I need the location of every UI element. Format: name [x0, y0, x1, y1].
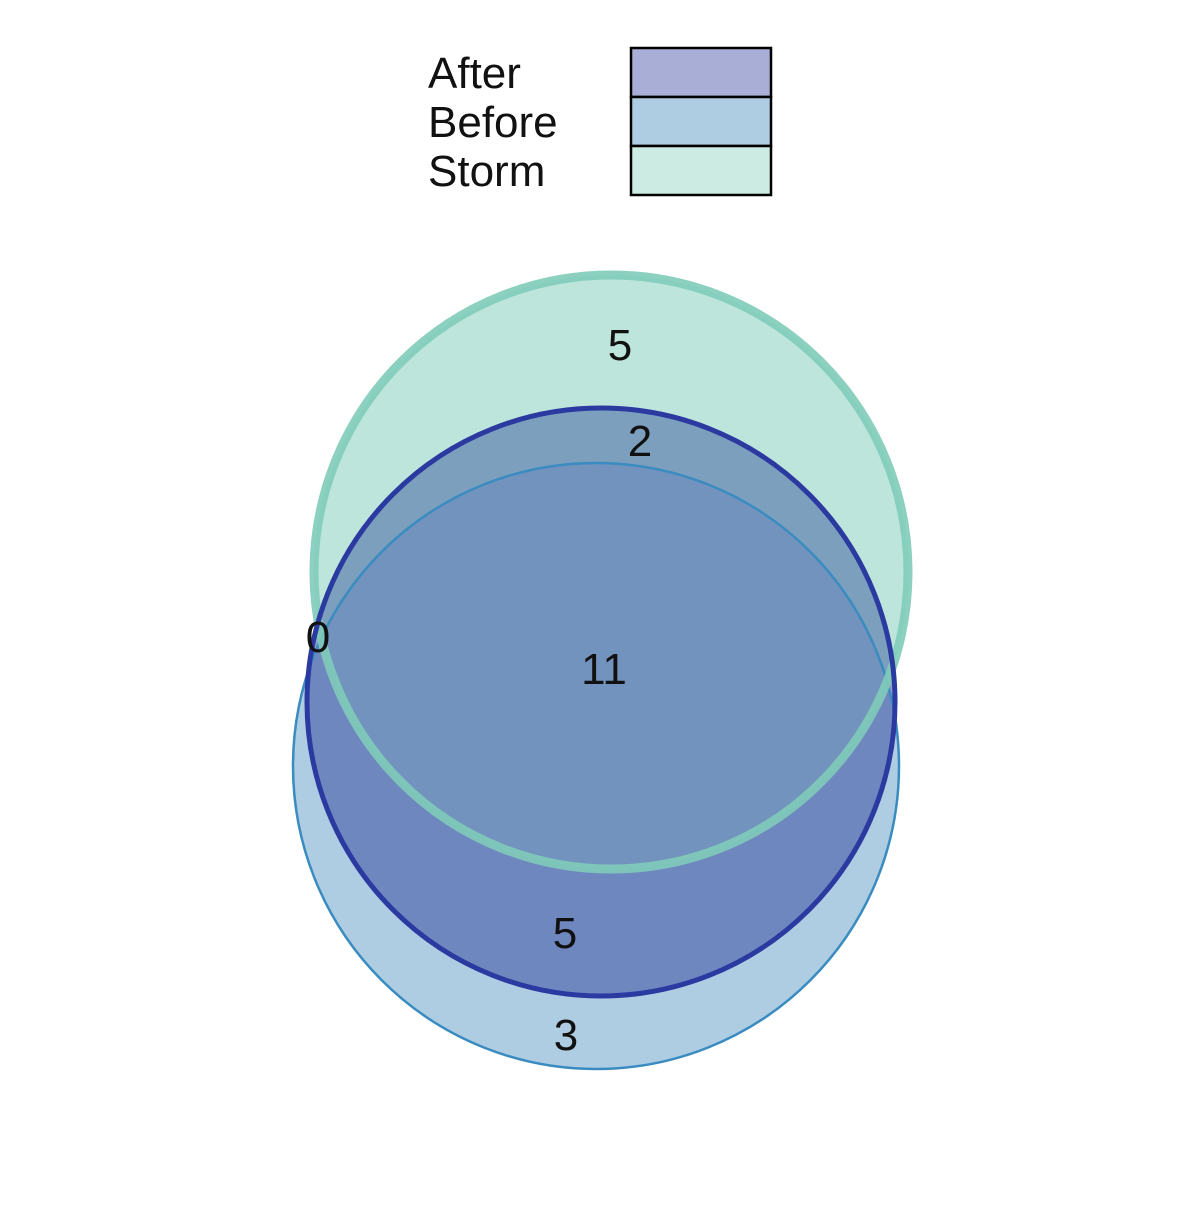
legend-swatch-after: [629, 46, 773, 99]
circle-outline-after: [304, 405, 898, 999]
venn-circles: [291, 270, 913, 1071]
region-label-storm: 5: [608, 321, 632, 370]
region-labels: 5 2 0 11 5 3: [306, 321, 652, 1060]
legend-swatch-before: [629, 95, 773, 148]
region-label-before: 3: [554, 1011, 578, 1060]
circle-outline-before: [291, 461, 901, 1071]
region-label-before-storm: 0: [306, 613, 330, 662]
legend-label-before: Before: [428, 98, 558, 147]
legend-swatch-storm: [629, 144, 773, 197]
circle-overlay-storm: [314, 275, 908, 869]
region-label-after-before-storm: 11: [581, 645, 627, 694]
region-label-after-storm: 2: [628, 417, 652, 466]
circle-fill-after: [307, 408, 895, 996]
legend-label-storm: Storm: [428, 147, 545, 196]
region-label-after-before: 5: [553, 909, 577, 958]
legend-label-after: After: [428, 49, 521, 98]
circle-outline-storm: [309, 270, 913, 874]
